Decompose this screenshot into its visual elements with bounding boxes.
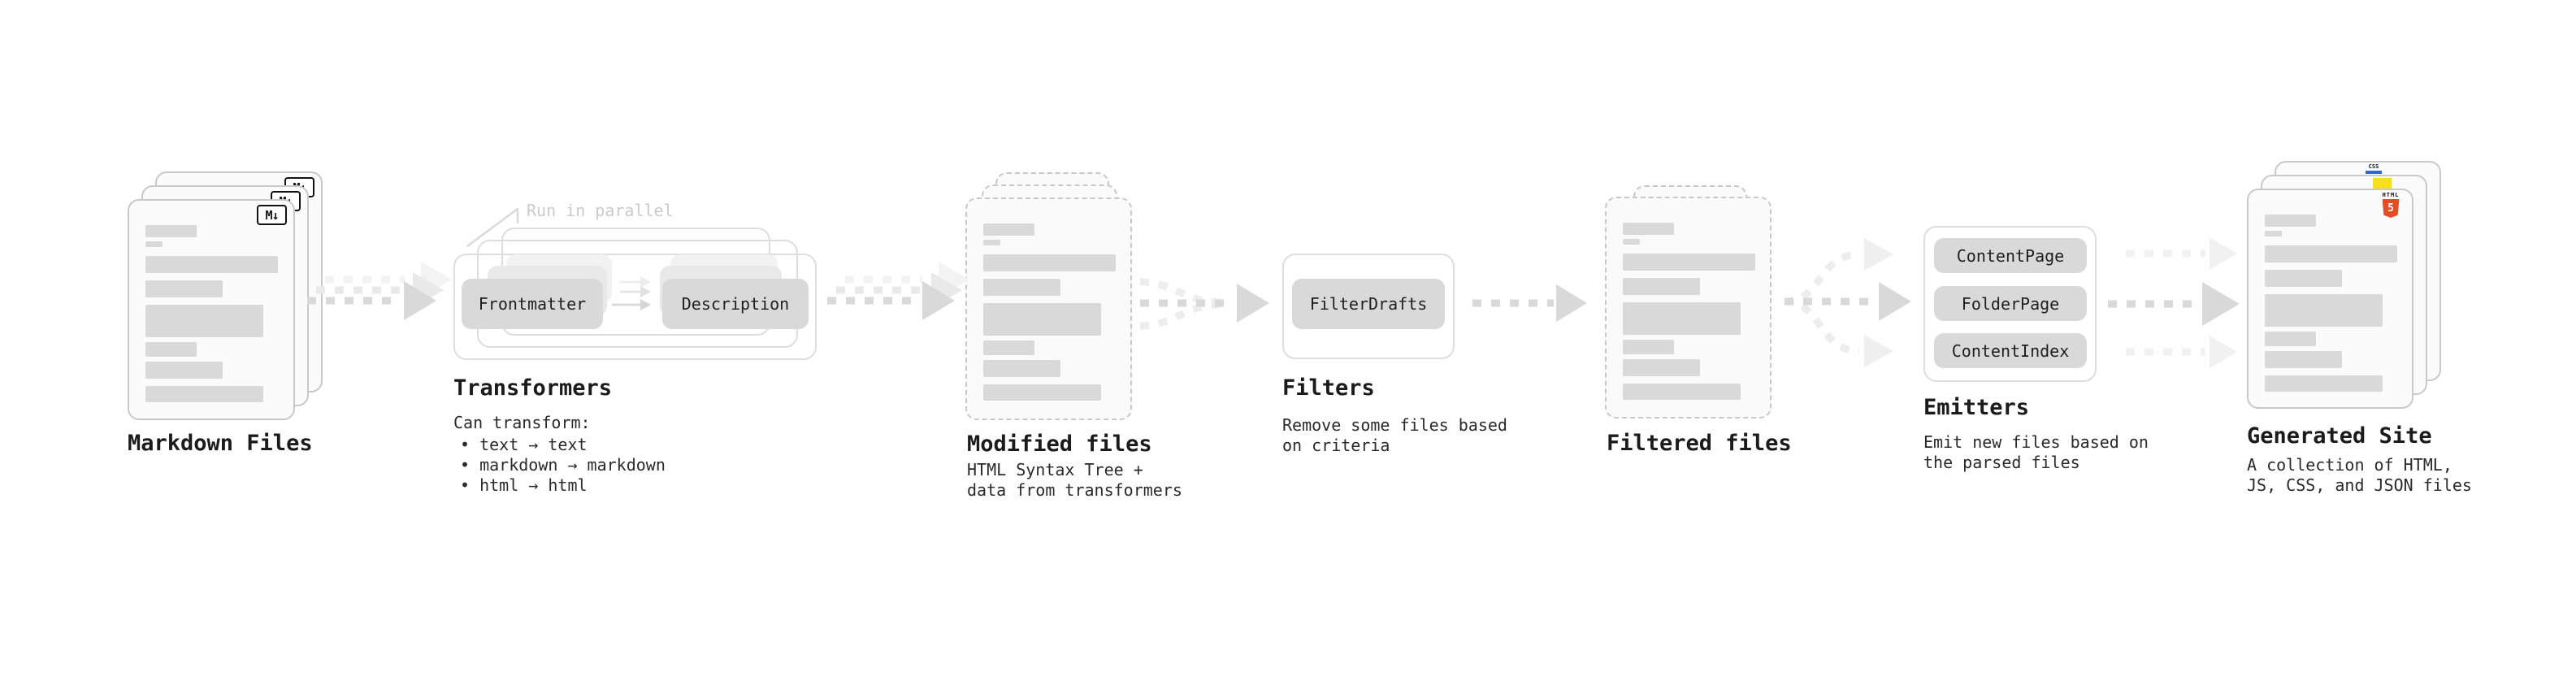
text-line-placeholder [1623, 384, 1741, 400]
text-line-placeholder [2265, 332, 2316, 346]
markdown-doc-front [128, 199, 295, 420]
text-line-placeholder [1623, 340, 1674, 354]
text-line-placeholder [2265, 294, 2383, 327]
emitter-folderpage: FolderPage [1934, 286, 2087, 321]
transformer-box-front [453, 254, 817, 360]
arrow-filters-to-filtered [1472, 284, 1587, 322]
modified-files-desc: HTML Syntax Tree + data from transformer… [967, 460, 1182, 500]
text-line-placeholder [145, 280, 223, 297]
run-in-parallel-label: Run in parallel [527, 201, 674, 220]
filters-title: Filters [1282, 375, 1375, 401]
html5-icon: HTML 5 [2380, 192, 2401, 218]
transformers-desc-heading: Can transform: [453, 413, 591, 432]
text-line-placeholder [145, 305, 263, 337]
filters-desc: Remove some files based on criteria [1282, 415, 1507, 455]
arrow-transformers-to-modified [827, 262, 969, 320]
text-line-placeholder [2265, 245, 2397, 262]
text-line-placeholder [983, 254, 1116, 271]
generated-doc-front [2247, 189, 2413, 409]
css-icon: CSS [2365, 163, 2383, 174]
text-line-placeholder [983, 279, 1060, 296]
modified-doc-front [965, 197, 1132, 420]
text-line-placeholder [2265, 375, 2383, 392]
arrow-filtered-to-emitters [1784, 238, 1911, 367]
emitters-title: Emitters [1923, 395, 2030, 420]
text-line-placeholder [2265, 215, 2316, 227]
text-line-placeholder [1623, 278, 1700, 295]
css-word: CSS [2368, 163, 2379, 170]
arrow-modified-to-filters [1139, 278, 1269, 330]
text-line-placeholder [145, 342, 197, 357]
markdown-files-title: Markdown Files [128, 431, 313, 456]
transformers-bullet: • markdown → markdown [460, 455, 666, 475]
html5-word: HTML [2382, 192, 2400, 198]
filtered-doc-front [1605, 197, 1772, 419]
text-line-placeholder [1623, 302, 1741, 335]
transformers-title: Transformers [453, 375, 613, 401]
text-line-placeholder [145, 241, 163, 247]
emitter-contentindex: ContentIndex [1934, 333, 2087, 368]
emitter-contentpage: ContentPage [1934, 238, 2087, 273]
arrow-markdown-to-transformers [307, 262, 452, 320]
text-line-placeholder [2265, 231, 2282, 236]
text-line-placeholder [145, 362, 223, 379]
text-line-placeholder [983, 223, 1034, 236]
js-icon [2373, 178, 2392, 189]
text-line-placeholder [2265, 270, 2342, 287]
generated-site-title: Generated Site [2247, 423, 2432, 449]
text-line-placeholder [1623, 359, 1700, 376]
text-line-placeholder [1623, 254, 1755, 271]
filterdrafts-step: FilterDrafts [1292, 279, 1445, 329]
text-line-placeholder [145, 386, 263, 402]
css-underline [2366, 171, 2382, 174]
text-line-placeholder [983, 240, 1000, 245]
text-line-placeholder [983, 384, 1101, 401]
text-line-placeholder [983, 303, 1101, 336]
modified-files-title: Modified files [967, 432, 1152, 457]
transformers-bullet: • text → text [460, 435, 588, 454]
filtered-files-title: Filtered files [1607, 431, 1792, 456]
text-line-placeholder [1623, 223, 1674, 235]
generated-site-desc: A collection of HTML, JS, CSS, and JSON … [2247, 455, 2472, 495]
text-line-placeholder [145, 256, 278, 273]
arrow-emitters-to-generated [2108, 237, 2240, 368]
text-line-placeholder [2265, 351, 2342, 368]
text-line-placeholder [983, 360, 1060, 377]
text-line-placeholder [983, 340, 1034, 355]
text-line-placeholder [145, 225, 197, 237]
transformers-bullet: • html → html [460, 475, 588, 495]
frontmatter-step: Frontmatter [462, 279, 603, 329]
emitters-desc: Emit new files based on the parsed files [1923, 432, 2149, 472]
description-step: Description [662, 279, 809, 329]
text-line-placeholder [1623, 239, 1640, 245]
html5-five: 5 [2387, 202, 2394, 215]
markdown-icon: M↓ [257, 205, 287, 225]
